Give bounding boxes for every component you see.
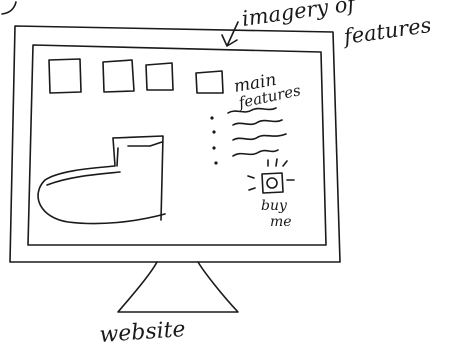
monitor-stand xyxy=(118,262,238,312)
main-product-image xyxy=(38,136,165,224)
buy-label-line2: me xyxy=(270,214,292,230)
corner-marker xyxy=(2,2,16,14)
arrow-to-thumbnails xyxy=(222,22,238,46)
buy-label-line1: buy xyxy=(261,198,288,214)
thumbnail xyxy=(196,71,223,93)
thumbnail xyxy=(146,63,173,90)
imagery-label-line2: features xyxy=(340,13,433,49)
feature-list-lines xyxy=(211,108,286,164)
thumbnail-row xyxy=(49,59,223,93)
buy-button-sketch xyxy=(248,159,294,193)
website-label: website xyxy=(99,317,187,348)
thumbnail xyxy=(103,60,134,92)
thumbnail xyxy=(49,59,81,93)
